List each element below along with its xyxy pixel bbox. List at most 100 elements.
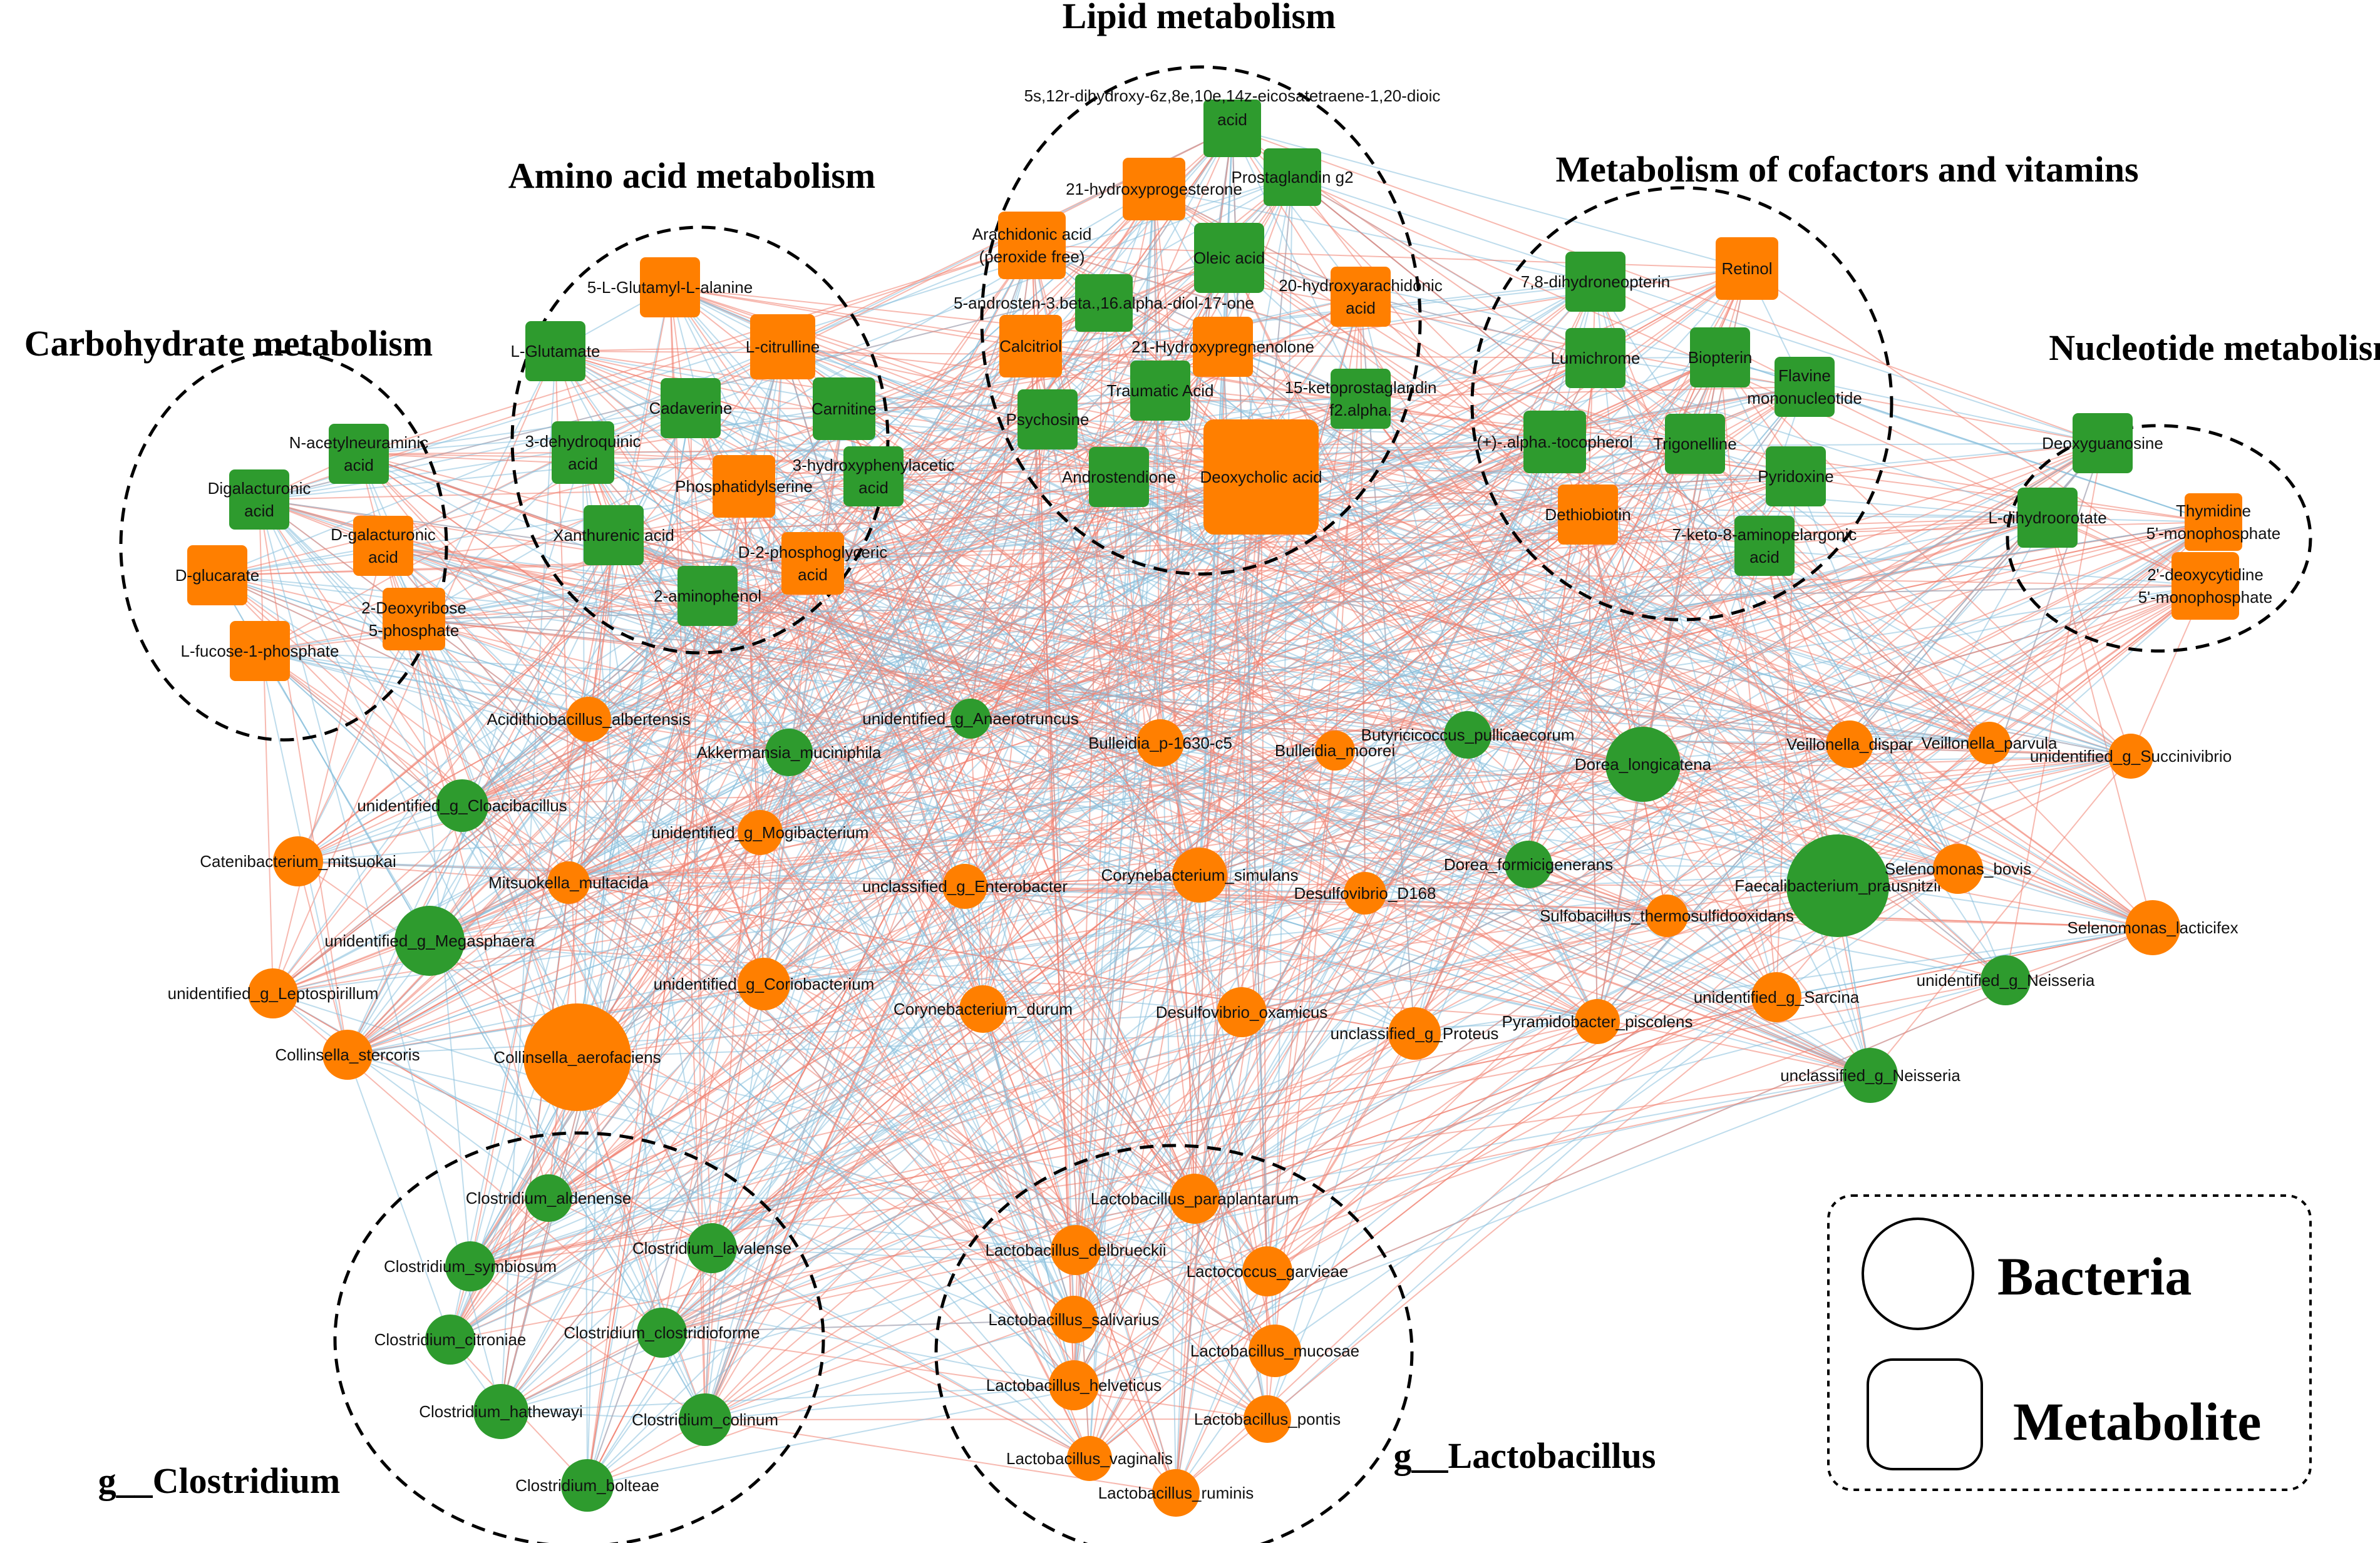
metabolite-square[interactable] bbox=[353, 516, 413, 576]
bacteria-node[interactable]: Faecalibacterium_prausnitzii bbox=[1734, 834, 1941, 937]
metabolite-node[interactable]: L-dihydroorotate bbox=[1988, 488, 2107, 548]
bacteria-node[interactable]: unclassified_g_Proteus bbox=[1331, 1007, 1499, 1060]
metabolite-node[interactable]: L-Glutamate bbox=[510, 321, 600, 381]
bacteria-circle[interactable] bbox=[1067, 1436, 1112, 1481]
metabolite-square[interactable] bbox=[2171, 552, 2239, 620]
metabolite-square[interactable] bbox=[1017, 389, 1078, 449]
bacteria-node[interactable]: unidentified_g_Mogibacterium bbox=[652, 810, 869, 855]
bacteria-circle[interactable] bbox=[436, 779, 488, 832]
bacteria-circle[interactable] bbox=[425, 1315, 475, 1365]
bacteria-circle[interactable] bbox=[561, 1459, 614, 1512]
bacteria-node[interactable]: unclassified_g_Enterobacter bbox=[862, 864, 1068, 909]
bacteria-node[interactable]: Lactococcus_garvieae bbox=[1187, 1246, 1349, 1296]
metabolite-square[interactable] bbox=[1130, 361, 1190, 421]
bacteria-node[interactable]: unidentified_g_Leptospirillum bbox=[168, 968, 379, 1018]
bacteria-node[interactable]: Lactobacillus_helveticus bbox=[986, 1360, 1162, 1410]
bacteria-node[interactable]: Clostridium_colinum bbox=[632, 1393, 778, 1446]
metabolite-square[interactable] bbox=[2017, 488, 2078, 548]
bacteria-circle[interactable] bbox=[738, 810, 783, 855]
metabolite-node[interactable]: Dethiobiotin bbox=[1545, 484, 1631, 545]
metabolite-node[interactable]: 21-Hydroxypregnenolone bbox=[1131, 317, 1314, 377]
bacteria-circle[interactable] bbox=[738, 958, 790, 1010]
metabolite-node[interactable]: 2-aminophenol bbox=[654, 566, 761, 626]
metabolite-square[interactable] bbox=[2185, 493, 2242, 551]
bacteria-circle[interactable] bbox=[1172, 848, 1227, 903]
bacteria-circle[interactable] bbox=[445, 1241, 495, 1291]
metabolite-square[interactable] bbox=[1331, 267, 1391, 327]
metabolite-square[interactable] bbox=[1264, 148, 1321, 206]
metabolite-square[interactable] bbox=[1716, 237, 1778, 300]
metabolite-node[interactable]: Traumatic Acid bbox=[1107, 361, 1214, 421]
metabolite-square[interactable] bbox=[750, 314, 815, 379]
bacteria-node[interactable]: Clostridium_bolteae bbox=[515, 1459, 659, 1512]
metabolite-node[interactable]: Trigonelline bbox=[1653, 414, 1737, 474]
metabolite-node[interactable]: Deoxycholic acid bbox=[1200, 419, 1322, 535]
bacteria-circle[interactable] bbox=[1388, 1007, 1441, 1060]
metabolite-square[interactable] bbox=[1734, 516, 1795, 576]
bacteria-node[interactable]: Desulfovibrio_oxamicus bbox=[1156, 987, 1328, 1037]
bacteria-circle[interactable] bbox=[1444, 711, 1491, 759]
bacteria-node[interactable]: unidentified_g_Anaerotruncus bbox=[862, 699, 1079, 739]
bacteria-node[interactable]: Bulleidia_p-1630-c5 bbox=[1088, 719, 1232, 767]
bacteria-node[interactable]: Sulfobacillus_thermosulfidooxidans bbox=[1540, 895, 1794, 937]
metabolite-node[interactable]: 7,8-dihydroneopterin bbox=[1521, 252, 1671, 312]
bacteria-node[interactable]: Mitsuokella_multacida bbox=[488, 861, 649, 904]
bacteria-node[interactable]: Selenomonas_lacticifex bbox=[2067, 900, 2238, 955]
metabolite-square[interactable] bbox=[640, 257, 700, 317]
metabolite-square[interactable] bbox=[713, 455, 775, 518]
bacteria-circle[interactable] bbox=[2108, 734, 2153, 779]
metabolite-node[interactable]: Phosphatidylserine bbox=[675, 455, 813, 518]
metabolite-square[interactable] bbox=[1558, 484, 1618, 545]
bacteria-node[interactable]: Desulfovibrio_D168 bbox=[1294, 872, 1436, 915]
metabolite-node[interactable]: Androstendione bbox=[1062, 447, 1176, 507]
metabolite-node[interactable]: Carnitine bbox=[811, 377, 877, 440]
metabolite-node[interactable]: L-fucose-1-phosphate bbox=[181, 621, 339, 681]
bacteria-node[interactable]: Collinsella_aerofaciens bbox=[493, 1003, 661, 1111]
bacteria-circle[interactable] bbox=[1505, 841, 1552, 888]
metabolite-node[interactable]: Pyridoxine bbox=[1758, 446, 1834, 506]
metabolite-square[interactable] bbox=[1193, 317, 1253, 377]
bacteria-circle[interactable] bbox=[525, 1174, 572, 1222]
bacteria-node[interactable]: Lactobacillus_paraplantarum bbox=[1091, 1174, 1299, 1224]
bacteria-circle[interactable] bbox=[1152, 1469, 1200, 1517]
metabolite-square[interactable] bbox=[1766, 446, 1826, 506]
bacteria-circle[interactable] bbox=[473, 1384, 528, 1439]
bacteria-circle[interactable] bbox=[1751, 972, 1801, 1022]
metabolite-square[interactable] bbox=[329, 424, 389, 484]
metabolite-node[interactable]: Calcitriol bbox=[999, 315, 1062, 377]
bacteria-node[interactable]: Bulleidia_moorei bbox=[1275, 730, 1395, 771]
metabolite-square[interactable] bbox=[187, 545, 247, 605]
bacteria-node[interactable]: Clostridium_symbiosum bbox=[384, 1241, 557, 1291]
bacteria-circle[interactable] bbox=[1933, 844, 1983, 894]
bacteria-circle[interactable] bbox=[1315, 730, 1355, 771]
metabolite-square[interactable] bbox=[1665, 414, 1725, 474]
metabolite-square[interactable] bbox=[2073, 413, 2133, 473]
bacteria-circle[interactable] bbox=[765, 729, 813, 776]
bacteria-node[interactable]: Corynebacterium_durum bbox=[894, 985, 1073, 1033]
metabolite-square[interactable] bbox=[1075, 274, 1133, 332]
bacteria-circle[interactable] bbox=[566, 697, 611, 742]
bacteria-node[interactable]: Catenibacterium_mitsuokai bbox=[200, 836, 396, 886]
bacteria-circle[interactable] bbox=[1968, 722, 2011, 764]
bacteria-node[interactable]: Dorea_formicigenerans bbox=[1444, 841, 1613, 888]
metabolite-square[interactable] bbox=[584, 505, 644, 565]
metabolite-node[interactable]: Psychosine bbox=[1006, 389, 1090, 449]
bacteria-circle[interactable] bbox=[1646, 895, 1688, 937]
bacteria-node[interactable]: Lactobacillus_mucosae bbox=[1190, 1325, 1359, 1377]
bacteria-circle[interactable] bbox=[1170, 1174, 1220, 1224]
bacteria-circle[interactable] bbox=[1051, 1225, 1101, 1275]
metabolite-square[interactable] bbox=[1123, 158, 1185, 220]
bacteria-node[interactable]: Clostridium_clostridioforme bbox=[564, 1308, 760, 1358]
metabolite-square[interactable] bbox=[229, 469, 289, 530]
bacteria-node[interactable]: Clostridium_hathewayi bbox=[419, 1384, 583, 1439]
metabolite-node[interactable]: Lumichrome bbox=[1550, 328, 1641, 388]
metabolite-square[interactable] bbox=[1565, 328, 1625, 388]
bacteria-circle[interactable] bbox=[950, 699, 991, 739]
metabolite-square[interactable] bbox=[999, 315, 1062, 377]
bacteria-node[interactable]: Veillonella_parvula bbox=[1922, 722, 2058, 764]
